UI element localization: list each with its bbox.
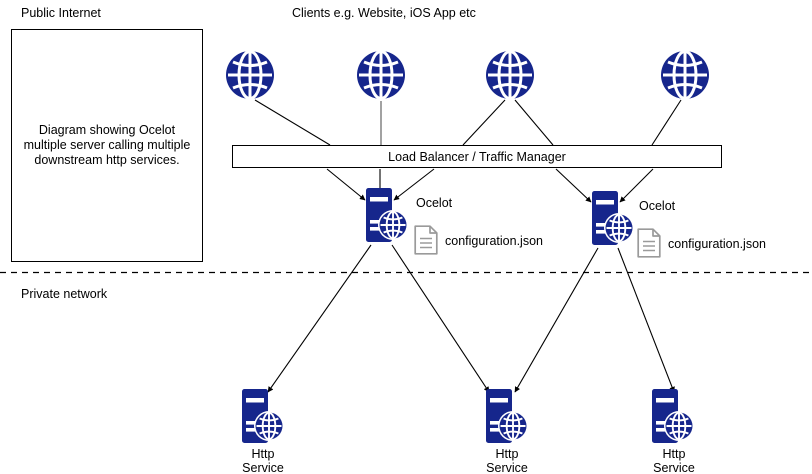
clients-header-label: Clients e.g. Website, iOS App etc — [292, 6, 476, 20]
http-service-2-label: Http Service — [467, 447, 547, 474]
http-service-2-label-line2: Service — [486, 461, 528, 474]
wire-client3-lb-b — [514, 99, 554, 146]
http-service-1-label-line1: Http — [251, 447, 275, 461]
server-globe-icon[interactable] — [482, 387, 532, 447]
http-service-3-label: Http Service — [634, 447, 714, 474]
load-balancer-label: Load Balancer / Traffic Manager — [388, 149, 566, 164]
ocelot-1-label: Ocelot — [416, 196, 453, 210]
ocelot-2-label: Ocelot — [639, 199, 676, 213]
private-network-label: Private network — [21, 287, 108, 301]
globe-icon[interactable] — [484, 49, 536, 101]
legend-box: Diagram showing Ocelot multiple server c… — [11, 29, 203, 262]
wire-ocelot1-svc1 — [267, 244, 372, 393]
wire-lb-ocelot2-a — [555, 168, 592, 203]
wire-lb-ocelot1-a — [326, 168, 366, 201]
globe-icon[interactable] — [659, 49, 711, 101]
server-globe-icon[interactable] — [362, 186, 412, 246]
public-internet-label: Public Internet — [21, 6, 101, 20]
http-service-3-label-line1: Http — [662, 447, 686, 461]
document-icon[interactable] — [637, 228, 661, 258]
server-globe-icon[interactable] — [588, 189, 638, 249]
wire-ocelot1-svc2 — [391, 244, 490, 393]
wire-client4-lb — [651, 99, 682, 146]
http-service-3-label-line2: Service — [653, 461, 695, 474]
ocelot-1-config-label: configuration.json — [445, 234, 543, 248]
http-service-2-label-line1: Http — [495, 447, 519, 461]
ocelot-2-config-label: configuration.json — [668, 237, 766, 251]
globe-icon[interactable] — [355, 49, 407, 101]
wire-client1-lb — [254, 99, 331, 146]
http-service-1-label: Http Service — [223, 447, 303, 474]
document-icon[interactable] — [414, 225, 438, 255]
wire-ocelot2-svc2 — [514, 247, 599, 393]
wire-ocelot2-svc3 — [617, 247, 675, 393]
server-globe-icon[interactable] — [238, 387, 288, 447]
globe-icon[interactable] — [224, 49, 276, 101]
http-service-1-label-line2: Service — [242, 461, 284, 474]
load-balancer-box[interactable]: Load Balancer / Traffic Manager — [232, 145, 722, 168]
wire-client3-lb-a — [462, 99, 506, 146]
server-globe-icon[interactable] — [648, 387, 698, 447]
legend-text: Diagram showing Ocelot multiple server c… — [23, 123, 191, 167]
